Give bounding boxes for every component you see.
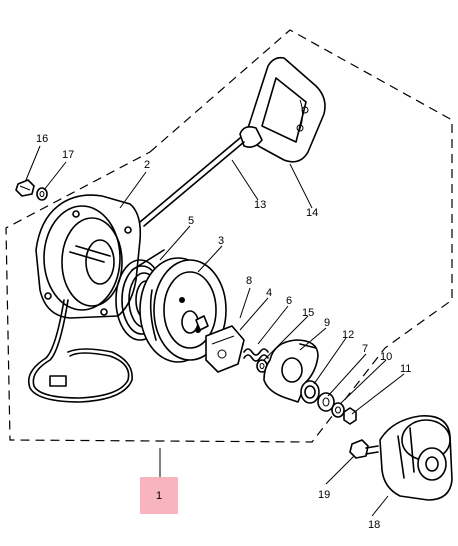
callout-15[interactable]: 15 [302,307,314,319]
ratchet[interactable] [205,325,245,373]
friction-plate[interactable] [263,339,319,403]
leader-lines [25,145,405,517]
pin-8[interactable] [195,315,209,331]
washer-7[interactable] [317,392,335,412]
starter-cup[interactable] [379,415,453,501]
callout-19[interactable]: 19 [318,489,330,501]
callout-2[interactable]: 2 [144,159,150,171]
starter-rope [139,137,245,227]
callout-4[interactable]: 4 [266,287,272,299]
callout-14[interactable]: 14 [306,207,318,219]
highlighted-part-callout[interactable]: 1 [140,477,178,514]
callout-6[interactable]: 6 [286,295,292,307]
starter-case[interactable] [27,194,142,403]
assembly-boundary [5,29,453,443]
callout-10[interactable]: 10 [380,351,392,363]
callout-1[interactable]: 1 [155,489,163,502]
washer-10[interactable] [331,402,345,418]
callout-9[interactable]: 9 [324,317,330,329]
callout-3[interactable]: 3 [218,235,224,247]
callout-18[interactable]: 18 [368,519,380,531]
starter-handle[interactable] [239,56,326,163]
bolt-16[interactable] [15,179,35,197]
washer-15[interactable] [256,359,268,373]
washer-17[interactable] [36,187,48,201]
callout-7[interactable]: 7 [362,343,368,355]
callout-17[interactable]: 17 [62,149,74,161]
callout-8[interactable]: 8 [246,275,252,287]
ring-12[interactable] [300,380,320,404]
callout-16[interactable]: 16 [36,133,48,145]
callout-5[interactable]: 5 [188,215,194,227]
bolt-19[interactable] [349,439,379,459]
spring-6[interactable] [243,348,269,362]
callout-13[interactable]: 13 [254,199,266,211]
callout-11[interactable]: 11 [400,363,411,375]
callout-12[interactable]: 12 [342,329,354,341]
nut-11[interactable] [343,407,357,425]
